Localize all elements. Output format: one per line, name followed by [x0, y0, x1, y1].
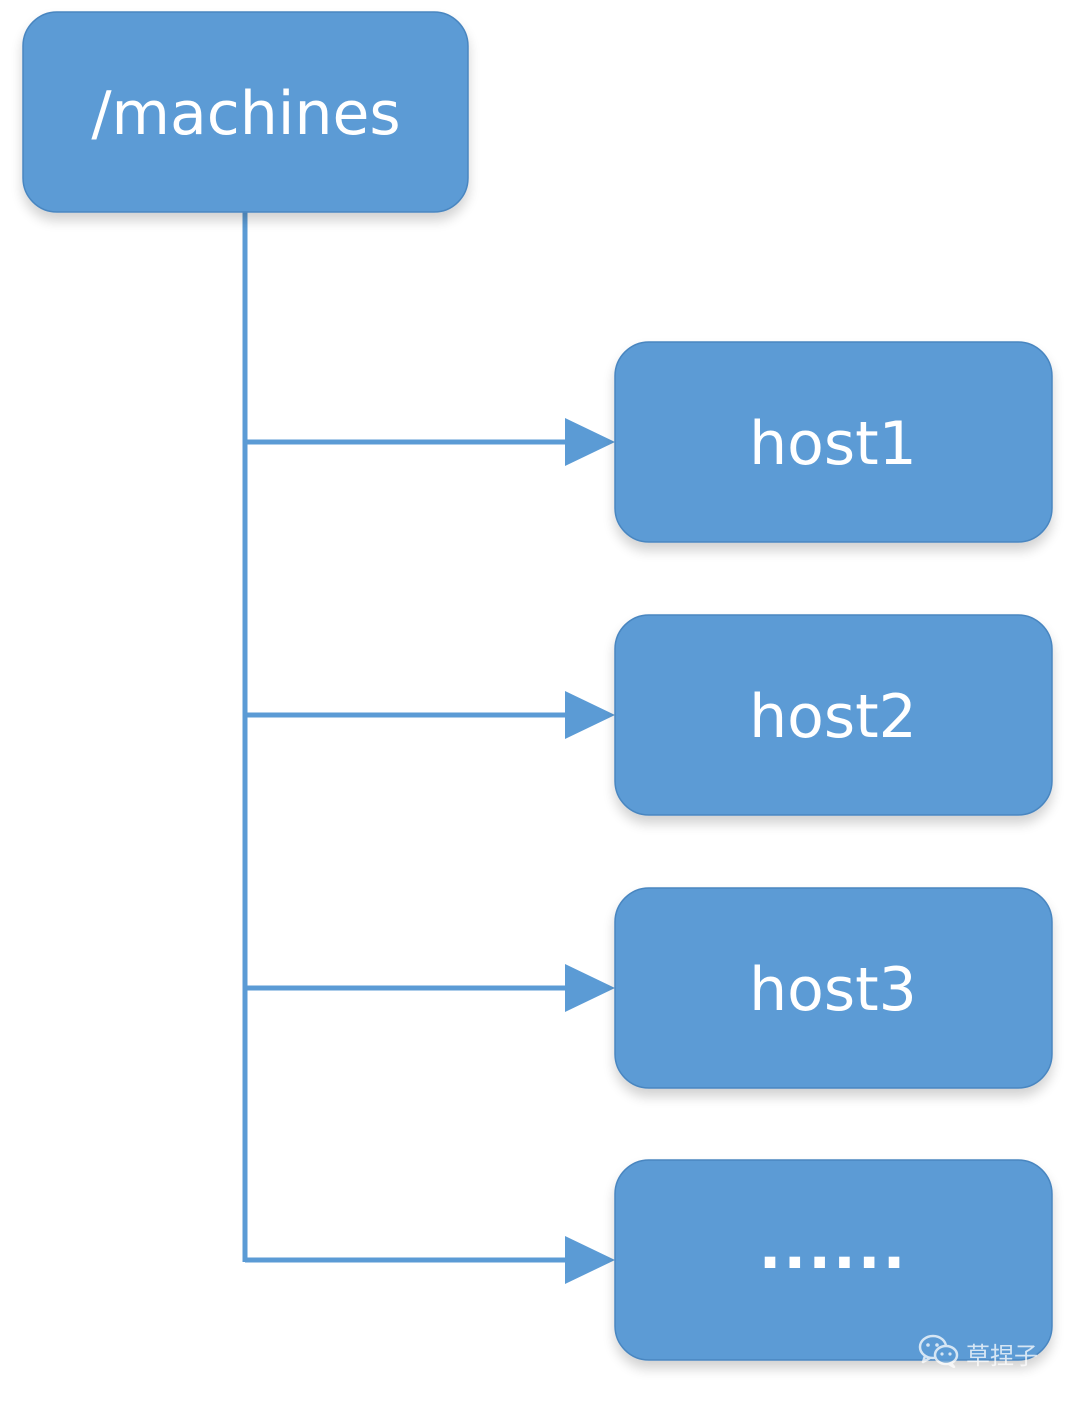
child-node-label: host3 — [749, 955, 917, 1025]
wechat-icon — [918, 1334, 960, 1373]
arrowhead-more — [565, 1236, 615, 1284]
watermark-text: 草捏子 — [966, 1342, 1038, 1370]
watermark: 草捏子 — [918, 1334, 1038, 1373]
child-node-more — [614, 1159, 1053, 1361]
child-node-host3 — [614, 887, 1053, 1089]
root-node — [22, 11, 469, 213]
arrowhead-host1 — [565, 418, 615, 466]
arrowhead-host2 — [565, 691, 615, 739]
root-node-label: /machines — [91, 79, 400, 149]
arrowhead-host3 — [565, 964, 615, 1012]
child-node-label: host2 — [749, 682, 917, 752]
child-node-label: ...... — [759, 1213, 908, 1283]
child-node-label: host1 — [749, 409, 917, 479]
child-node-host2 — [614, 614, 1053, 816]
child-node-host1 — [614, 341, 1053, 543]
